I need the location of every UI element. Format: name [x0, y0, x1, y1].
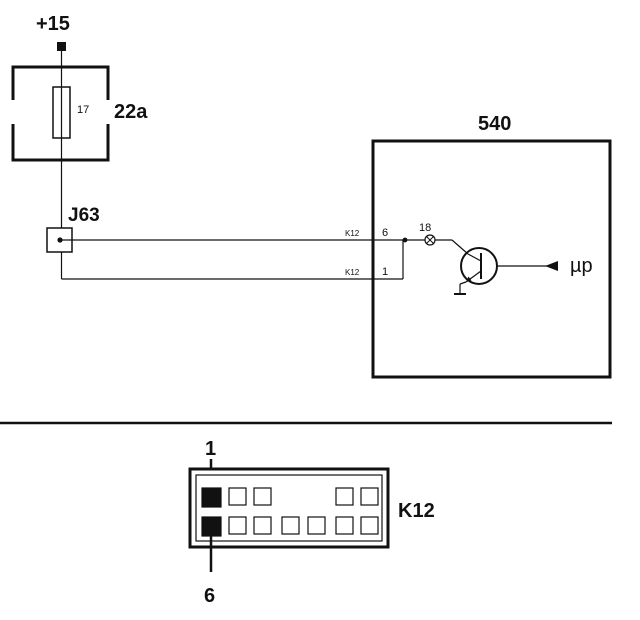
bulb-icon	[424, 234, 436, 246]
connector-view-label: K12	[398, 500, 435, 522]
connector-ref-upper: K12	[345, 229, 360, 238]
bulb-ref: 18	[419, 222, 431, 234]
connector-pin	[335, 516, 354, 535]
connector-pin	[307, 516, 326, 535]
fuse-box-gap	[10, 100, 17, 124]
connector-pin	[360, 516, 379, 535]
connector-pin	[335, 487, 354, 506]
connector-pin	[228, 487, 247, 506]
pin-number-lower: 1	[382, 266, 388, 278]
connector-inner	[195, 474, 383, 542]
connector-pin-bottom-label: 6	[204, 585, 215, 607]
connector-pin-1	[201, 487, 222, 508]
fuse-box-gap-right	[104, 100, 111, 124]
output-label: µp	[570, 255, 593, 277]
fuse-block-label: 22a	[114, 101, 148, 123]
connector-pin	[253, 516, 272, 535]
supply-label: +15	[36, 13, 70, 35]
connector-pin	[228, 516, 247, 535]
output-arrow-icon	[545, 261, 558, 271]
connector-pin-top-label: 1	[205, 438, 216, 460]
fuse-number: 17	[77, 104, 89, 116]
pin-number-upper: 6	[382, 227, 388, 239]
connector-pin	[281, 516, 300, 535]
connector-pin	[253, 487, 272, 506]
transistor-icon	[435, 239, 498, 295]
connector-ref-lower: K12	[345, 268, 360, 277]
module-label: 540	[478, 113, 511, 135]
junction-label: J63	[68, 205, 100, 226]
supply-terminal	[57, 42, 66, 51]
connector-pin	[360, 487, 379, 506]
module-box	[371, 139, 612, 379]
